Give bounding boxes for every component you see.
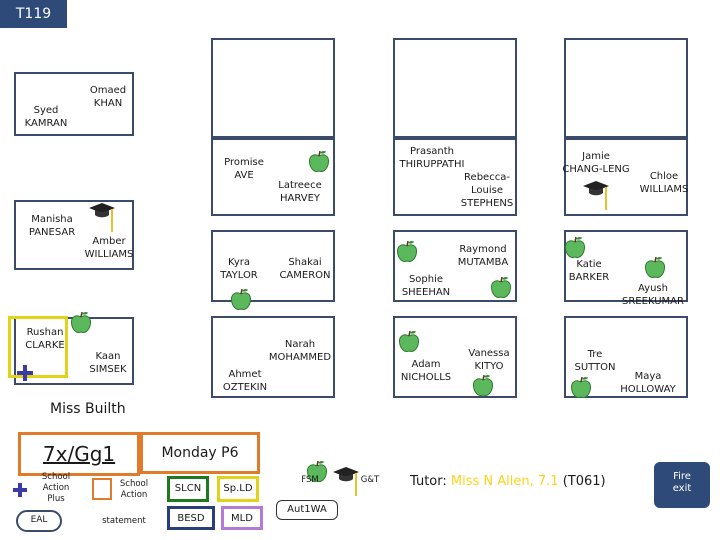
student-name: Ayush SREEKUMAR — [622, 283, 684, 307]
student-name: Adam NICHOLLS — [400, 359, 452, 383]
student-name: Amber WILLIAMS — [84, 236, 134, 260]
fire-exit-sign: Fire exit — [654, 462, 710, 508]
key-statement: statement — [102, 516, 146, 526]
student-name: Latreece HARVEY — [278, 180, 322, 204]
student-name: Jamie CHANG-LENG — [562, 151, 630, 175]
key-school-action-plus: School Action Plus — [41, 472, 71, 504]
tutor-info: Tutor: Miss N Allen, 7.1 (T061) — [410, 474, 606, 489]
school-action-plus-highlight — [8, 316, 68, 378]
student-name: Kyra TAYLOR — [220, 257, 258, 281]
student-name: Sophie SHEEHAN — [401, 274, 451, 298]
tutor-name: Miss N Allen, 7.1 — [450, 474, 559, 489]
key-slcn: SLCN — [167, 476, 209, 502]
apple-icon — [472, 374, 494, 398]
teacher-name: Miss Builth — [50, 401, 126, 417]
desk — [393, 138, 517, 216]
student-name: Manisha PANESAR — [28, 214, 76, 238]
student-name: Katie BARKER — [568, 259, 610, 283]
school-action-swatch — [92, 478, 112, 500]
apple-icon — [230, 288, 252, 312]
desk — [564, 138, 688, 216]
desk — [14, 72, 134, 136]
desk — [564, 38, 688, 138]
student-name: Raymond MUTAMBA — [457, 244, 509, 268]
desk — [211, 38, 335, 138]
key-besd: BESD — [167, 506, 215, 530]
student-name: Maya HOLLOWAY — [620, 371, 676, 395]
student-name: Rushan CLARKE — [25, 327, 65, 351]
class-code: 7x/Gg1 — [18, 432, 140, 476]
desk — [14, 200, 134, 270]
key-mld: MLD — [221, 506, 263, 530]
tutor-label: Tutor: — [410, 474, 447, 489]
apple-icon — [644, 256, 666, 280]
student-name: Ahmet OZTEKIN — [222, 369, 268, 393]
apple-icon — [396, 240, 418, 264]
key-gt: G&T — [360, 475, 380, 485]
student-name: Vanessa KITYO — [468, 348, 510, 372]
desk — [211, 138, 335, 216]
desk — [564, 230, 688, 302]
student-name: Kaan SIMSEK — [89, 351, 127, 375]
apple-icon — [398, 330, 420, 354]
apple-icon — [564, 236, 586, 260]
key-eal: EAL — [16, 510, 62, 532]
plus-icon — [16, 364, 34, 382]
graduation-cap-icon — [88, 200, 116, 234]
desk — [393, 38, 517, 138]
tutor-room: (T061) — [562, 474, 606, 489]
student-name: Syed KAMRAN — [24, 105, 68, 129]
apple-icon — [570, 376, 592, 400]
student-name: Narah MOHAMMED — [268, 339, 332, 363]
plus-icon — [12, 482, 28, 498]
desk — [211, 230, 335, 302]
key-fsm: FSM — [301, 475, 319, 485]
desk — [211, 316, 335, 398]
key-spld: Sp.LD — [217, 476, 259, 502]
apple-icon — [70, 311, 92, 335]
student-name: Prasanth THIRUPPATHI — [399, 146, 465, 170]
graduation-cap-icon — [582, 178, 610, 212]
student-name: Tre SUTTON — [574, 349, 616, 373]
desk — [393, 316, 517, 398]
key-aut1wa: Aut1WA — [276, 500, 338, 520]
student-name: Shakai CAMERON — [279, 257, 331, 281]
apple-icon — [490, 276, 512, 300]
room-label: T119 — [0, 0, 67, 28]
student-name: Chloe WILLIAMS — [639, 171, 689, 195]
apple-icon — [308, 150, 330, 174]
student-name: Promise AVE — [224, 157, 264, 181]
student-name: Rebecca- Louise STEPHENS — [460, 172, 514, 209]
student-name: Omaed KHAN — [89, 85, 127, 109]
period: Monday P6 — [140, 432, 260, 474]
key-school-action: School Action — [119, 479, 149, 500]
